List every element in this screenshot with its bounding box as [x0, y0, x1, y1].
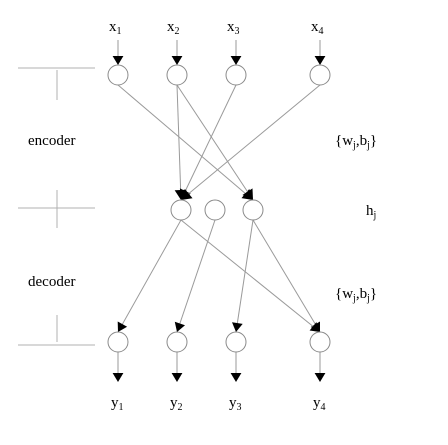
- output-label-y2: y2: [170, 395, 183, 413]
- decoder-edge-2: [176, 219, 216, 333]
- encoder-edge-2: [176, 84, 182, 201]
- decoder-arrow-5: [309, 322, 320, 332]
- output-label-y1: y1: [111, 395, 124, 413]
- input-label-x4: x4: [311, 19, 324, 37]
- output-arrow-4: [314, 373, 326, 382]
- input-arrow-3: [230, 56, 242, 65]
- hidden-node-1: [170, 199, 192, 221]
- encoder-arrow-3: [242, 188, 253, 200]
- input-arrow-2: [171, 56, 183, 65]
- hidden-node-2: [204, 199, 226, 221]
- encoder-arrow-5: [181, 189, 193, 200]
- input-label-x3: x3: [227, 19, 240, 37]
- input-label-x1: x1: [109, 19, 122, 37]
- decoder-edge-1: [117, 219, 182, 333]
- output-arrow-1: [112, 373, 124, 382]
- output-arrow-3: [230, 373, 242, 382]
- output-label-y4: y4: [313, 395, 326, 413]
- output-node-1: [107, 331, 129, 353]
- input-arrow-1: [112, 56, 124, 65]
- decoder-params-label: {wj,bj}: [335, 286, 378, 304]
- output-node-2: [166, 331, 188, 353]
- decoder-arrow-3: [232, 322, 243, 332]
- decoder-label: decoder: [28, 274, 76, 290]
- hidden-label: hj: [366, 203, 377, 221]
- output-node-4: [309, 331, 331, 353]
- decoder-edge-5: [180, 219, 321, 333]
- decoder-edge-3: [235, 219, 254, 333]
- input-node-1: [107, 64, 129, 86]
- input-node-3: [225, 64, 247, 86]
- decoder-edge-4: [252, 219, 321, 333]
- encoder-edge-3: [176, 84, 254, 201]
- hidden-node-3: [242, 199, 264, 221]
- input-node-2: [166, 64, 188, 86]
- input-node-4: [309, 64, 331, 86]
- encoder-label: encoder: [28, 133, 76, 149]
- output-node-3: [225, 331, 247, 353]
- encoder-edge-1: [117, 84, 254, 201]
- decoder-arrow-2: [174, 321, 186, 332]
- encoder-params-label: {wj,bj}: [335, 133, 378, 151]
- encoder-edge-5: [180, 84, 321, 201]
- input-arrow-4: [314, 56, 326, 65]
- output-arrow-2: [171, 373, 183, 382]
- output-label-y3: y3: [229, 395, 242, 413]
- input-label-x2: x2: [167, 19, 180, 37]
- encoder-edge-4: [180, 84, 237, 201]
- decoder-arrow-1: [117, 321, 128, 332]
